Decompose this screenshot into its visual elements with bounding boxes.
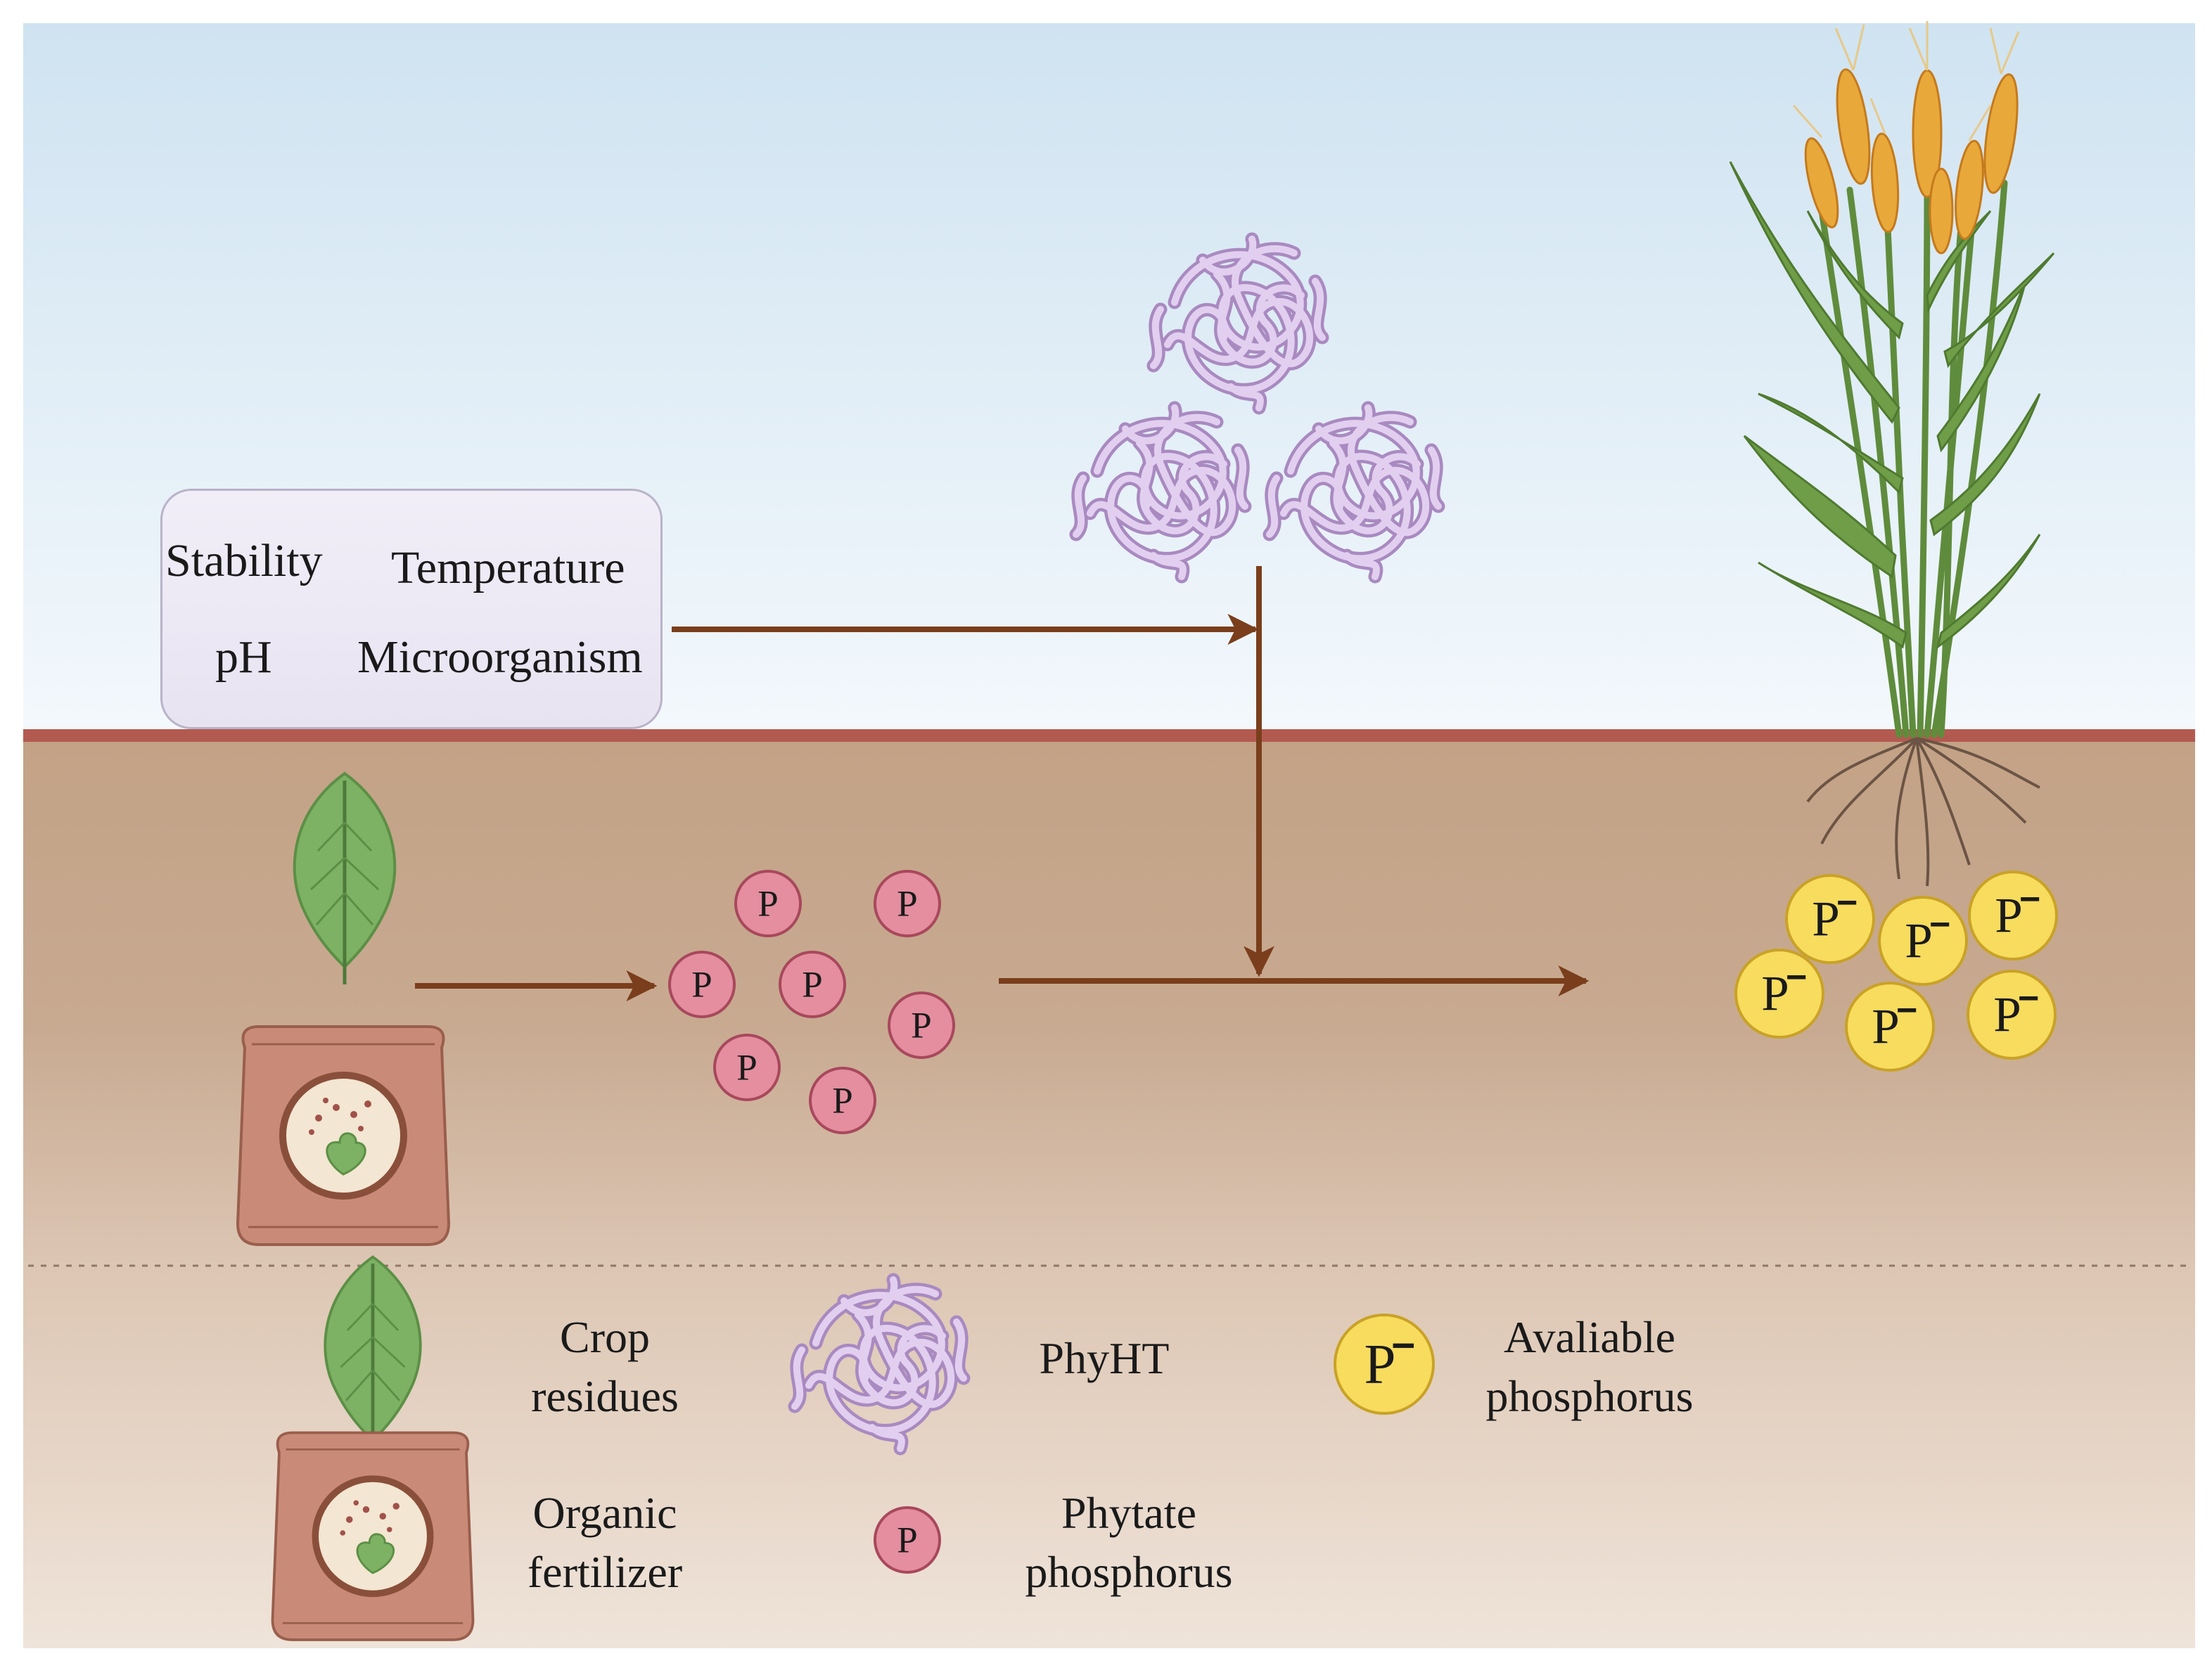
available-p-circle: P — [1845, 982, 1935, 1072]
legend-available-phosphorus-label: Avaliable phosphorus — [1485, 1312, 1694, 1421]
legend-crop-residues-label: Crop residues — [531, 1312, 679, 1421]
p-symbol-text: P — [1995, 889, 2023, 944]
legend-phytate-p-circle: P — [874, 1506, 941, 1574]
phytate-p-circle: P — [668, 951, 736, 1018]
legend-available-p-circle: P — [1334, 1314, 1435, 1415]
p-symbol-text: P — [1993, 988, 2021, 1043]
legend-fertilizer-bag-icon — [273, 1433, 473, 1640]
phytate-p-circle: P — [734, 870, 802, 937]
minus-sign-icon — [1838, 900, 1857, 905]
factor-stability: Stability — [165, 535, 323, 586]
p-symbol-text: P — [802, 964, 822, 1005]
roots-icon — [1806, 737, 2040, 887]
legend-available-icon: P — [1334, 1314, 1435, 1415]
factor-microorganism: Microorganism — [357, 631, 643, 683]
minus-sign-icon — [2019, 996, 2038, 1001]
phytate-p-circle: P — [779, 951, 846, 1018]
p-symbol-text: P — [832, 1080, 852, 1121]
phytate-p-circle: P — [713, 1034, 781, 1101]
available-p-circle: P — [1785, 874, 1875, 964]
p-symbol-text: P — [1364, 1333, 1395, 1396]
p-symbol-text: P — [691, 964, 712, 1005]
phytate-p-circle: P — [888, 991, 955, 1059]
legend-phyht-label: PhyHT — [1039, 1333, 1170, 1383]
phytate-p-circle: P — [874, 870, 941, 937]
legend-organic-fertilizer-label: Organic fertilizer — [527, 1488, 683, 1597]
factor-ph: pH — [215, 631, 272, 683]
wheat-plant-icon — [1729, 21, 2055, 738]
factor-temperature: Temperature — [391, 542, 625, 593]
legend-phytate-icon: P — [874, 1506, 941, 1574]
p-symbol-text: P — [911, 1005, 931, 1046]
minus-sign-icon — [2021, 897, 2040, 901]
minus-sign-icon — [1931, 922, 1950, 927]
available-p-circle: P — [1878, 896, 1968, 986]
p-symbol-text: P — [736, 1047, 757, 1088]
p-symbol-text: P — [897, 883, 917, 924]
p-symbol-text: P — [757, 883, 778, 924]
fertilizer-bag-icon — [238, 1027, 449, 1245]
phytate-p-circle: P — [809, 1067, 876, 1134]
available-p-circle: P — [1968, 871, 2058, 961]
p-symbol-text: P — [1812, 892, 1840, 947]
p-symbol-text: P — [1761, 967, 1789, 1022]
available-p-circle: P — [1734, 949, 1824, 1039]
available-p-circle: P — [1967, 970, 2057, 1060]
factors-box — [160, 489, 663, 729]
minus-sign-icon — [1898, 1008, 1917, 1013]
minus-sign-icon — [1393, 1343, 1414, 1348]
p-symbol-text: P — [1905, 914, 1933, 969]
minus-sign-icon — [1787, 975, 1806, 980]
soil-surface-line — [23, 729, 2195, 742]
p-symbol-text: P — [897, 1520, 917, 1560]
p-symbol-text: P — [1872, 1000, 1900, 1055]
legend-phytate-phosphorus-label: Phytate phosphorus — [1025, 1488, 1233, 1597]
